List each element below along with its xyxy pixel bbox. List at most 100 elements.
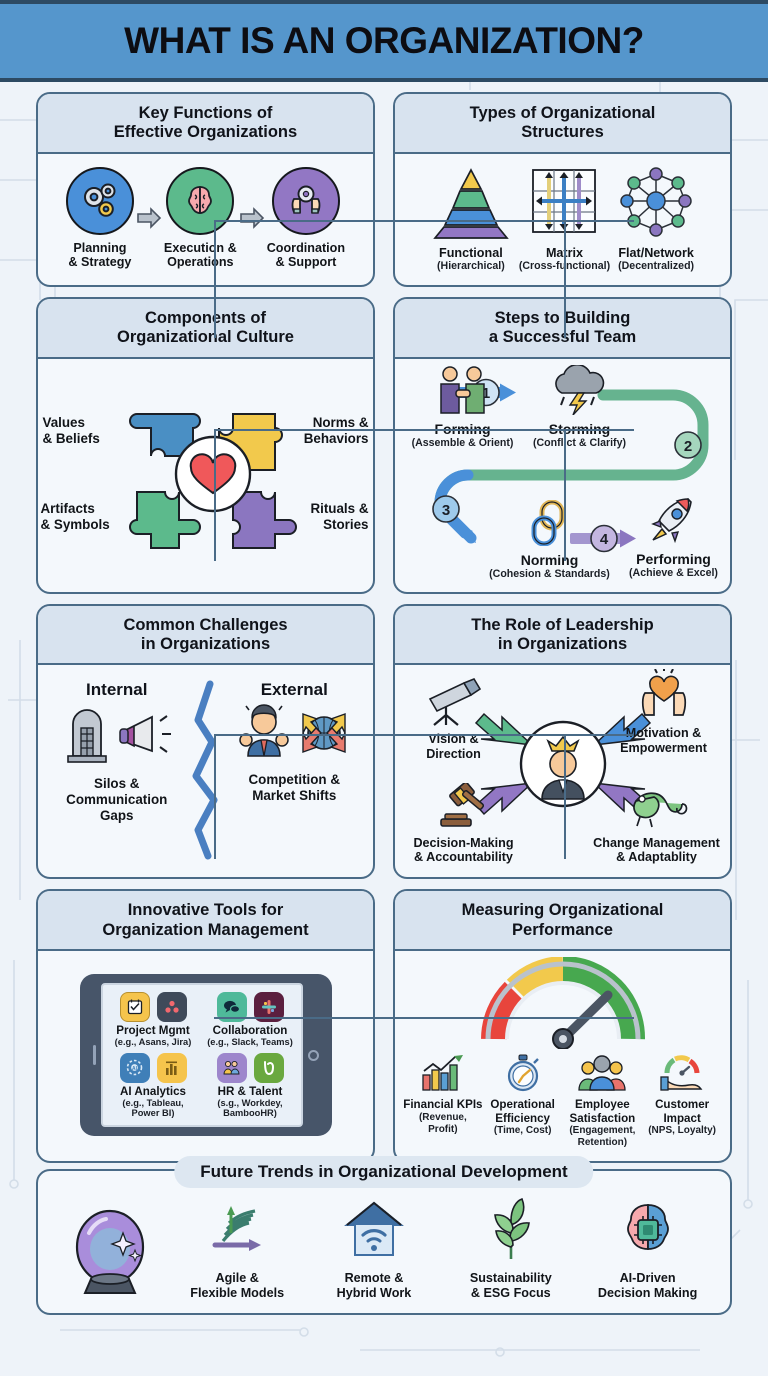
gavel-icon bbox=[439, 781, 484, 827]
zigzag-crack-icon bbox=[192, 680, 217, 860]
future-trends-title: Future Trends in Organizational Developm… bbox=[200, 1162, 568, 1182]
future-trends-section: Future Trends in Organizational Developm… bbox=[36, 1156, 732, 1315]
checklist-icon[interactable] bbox=[119, 992, 150, 1023]
heart-icon bbox=[189, 453, 236, 495]
tablet-screen: Project Mgmt (e.g., Asans, Jira) bbox=[100, 983, 303, 1128]
panel-org-culture: Components of Organizational Culture bbox=[36, 297, 375, 594]
hands-heart-icon bbox=[641, 667, 686, 717]
panel-title-line2: in Organizations bbox=[497, 635, 628, 654]
brain-icon bbox=[166, 166, 235, 235]
panel-title-line2: a Successful Team bbox=[488, 328, 637, 347]
panel-title-line1: Types of Organizational bbox=[469, 104, 656, 122]
metric-financial: Financial KPIs (Revenue, Profit) bbox=[403, 1053, 483, 1136]
connector-h-row3 bbox=[214, 733, 634, 736]
rocket-icon bbox=[650, 497, 692, 543]
panel-key-functions: Key Functions of Effective Organizations bbox=[36, 92, 375, 288]
panel-title-line2: in Organizations bbox=[140, 635, 271, 654]
item-label-line1: Planning bbox=[73, 240, 127, 255]
panel-header-leadership: The Role of Leadership in Organizations bbox=[395, 605, 730, 666]
bamboo-icon[interactable] bbox=[253, 1052, 284, 1083]
hand-gauge-icon bbox=[660, 1055, 703, 1091]
item-label-line1: Execution & bbox=[163, 240, 237, 255]
puzzle-piece-rituals bbox=[231, 491, 297, 550]
panel-body-org-culture: Values & Beliefs Norms & Behaviors Artif… bbox=[38, 359, 373, 592]
chain-link-icon bbox=[531, 499, 564, 547]
panel-title-line2: Organizational Culture bbox=[117, 328, 294, 347]
item-label-line1: Coordination bbox=[266, 240, 346, 255]
tablet-button bbox=[92, 1045, 96, 1066]
panel-header-key-functions: Key Functions of Effective Organizations bbox=[38, 94, 373, 154]
silo-icon bbox=[66, 709, 107, 764]
page-header: WHAT IS AN ORGANIZATION? bbox=[0, 0, 768, 82]
panel-title-line1: Steps to Building bbox=[494, 309, 631, 328]
people-icon[interactable] bbox=[216, 1052, 247, 1083]
panel-header-org-structures: Types of Organizational Structures bbox=[395, 94, 730, 154]
connector-v-p5 bbox=[214, 733, 216, 859]
row-4: Innovative Tools for Organization Manage… bbox=[36, 889, 732, 1164]
culture-label-artifacts: Artifacts & Symbols bbox=[40, 501, 110, 533]
panel-body-tools: Project Mgmt (e.g., Asans, Jira) bbox=[38, 951, 373, 1161]
puzzle-piece-values bbox=[128, 413, 201, 458]
culture-label-values: Values & Beliefs bbox=[42, 415, 100, 447]
slack-grid-icon[interactable] bbox=[253, 992, 284, 1023]
gauge-icon bbox=[480, 956, 645, 1049]
challenges-internal: Internal bbox=[46, 680, 188, 860]
tool-item-ai-analytics: AI AI Analytics (e.g., Tableau, Powe bbox=[107, 1052, 200, 1119]
network-icon bbox=[620, 166, 692, 237]
external-heading: External bbox=[260, 680, 328, 700]
globe-trend-icon bbox=[302, 713, 346, 754]
connector-h-row1 bbox=[214, 220, 634, 222]
external-label: Competition & Market Shifts bbox=[248, 772, 341, 804]
ai-brain-icon bbox=[626, 1204, 669, 1251]
trend-remote: Remote & Hybrid Work bbox=[309, 1197, 439, 1301]
item-label-line2: & Support bbox=[275, 255, 337, 270]
leadership-item-change: Change Management & Adaptablity bbox=[582, 783, 731, 866]
leader-crown-icon bbox=[540, 736, 585, 801]
tablet-device: Project Mgmt (e.g., Asans, Jira) bbox=[79, 974, 332, 1137]
item-sub: (Hierarchical) bbox=[437, 260, 505, 273]
hands-gear-icon bbox=[271, 166, 340, 235]
panel-body-leadership: Vision & Direction Motivati bbox=[395, 665, 730, 877]
tablet-home-button[interactable] bbox=[307, 1049, 319, 1061]
ai-chip-icon[interactable]: AI bbox=[119, 1052, 150, 1083]
tool-label: Project Mgmt bbox=[116, 1024, 190, 1038]
leadership-item-vision: Vision & Direction bbox=[398, 675, 510, 762]
panel-title-line2: Organization Management bbox=[102, 920, 309, 939]
panel-header-tools: Innovative Tools for Organization Manage… bbox=[38, 891, 373, 951]
team-step-norming: Norming (Cohesion & Standards) bbox=[484, 499, 616, 581]
item-label-line2: Operations bbox=[167, 255, 234, 270]
connector-v-p4 bbox=[564, 429, 566, 562]
internal-label: Silos & Communication Gaps bbox=[66, 776, 168, 823]
svg-text:1: 1 bbox=[481, 385, 489, 402]
structure-item-functional: Functional (Hierarchical) bbox=[429, 164, 513, 274]
tool-item-hr: HR & Talent (s.g., Workdey, BambooHR) bbox=[204, 1052, 297, 1119]
megaphone-icon bbox=[119, 715, 171, 754]
leadership-item-motivation: Motivation & Empowerment bbox=[600, 667, 728, 756]
crystal-ball-icon bbox=[76, 1209, 145, 1294]
leaf-icon bbox=[493, 1198, 530, 1260]
panel-body-team-steps: 1 2 3 4 bbox=[395, 359, 730, 592]
tool-sub: (e.g., Tableau, Power BI) bbox=[122, 1097, 184, 1119]
chat-bubbles-icon[interactable] bbox=[216, 992, 247, 1023]
storm-cloud-icon bbox=[554, 363, 604, 416]
challenges-external: External bbox=[224, 680, 366, 860]
telescope-icon bbox=[428, 678, 481, 727]
function-item-planning: Planning & Strategy bbox=[65, 166, 134, 271]
agile-spring-icon bbox=[212, 1206, 262, 1252]
tool-item-project: Project Mgmt (e.g., Asans, Jira) bbox=[107, 992, 200, 1048]
connector-v-p1 bbox=[214, 220, 216, 338]
tool-item-collaboration: Collaboration (e.g., Slack, Teams) bbox=[204, 992, 297, 1048]
item-sub: (Decentralized) bbox=[618, 260, 695, 273]
panel-tools: Innovative Tools for Organization Manage… bbox=[36, 889, 375, 1164]
asana-dots-icon[interactable] bbox=[156, 992, 187, 1023]
panel-performance: Measuring Organizational Performance bbox=[393, 889, 732, 1164]
item-label: Functional bbox=[439, 245, 503, 260]
connector-h-row2 bbox=[214, 429, 634, 432]
handshake-icon bbox=[439, 366, 485, 414]
bar-chart-icon[interactable] bbox=[156, 1052, 187, 1083]
arrow-right-icon bbox=[239, 207, 264, 230]
row-3: Common Challenges in Organizations Inter… bbox=[36, 603, 732, 880]
connector-v-p6 bbox=[564, 733, 566, 859]
panel-body-key-functions: Planning & Strategy bbox=[38, 154, 373, 286]
culture-label-norms: Norms & Behaviors bbox=[303, 415, 369, 447]
